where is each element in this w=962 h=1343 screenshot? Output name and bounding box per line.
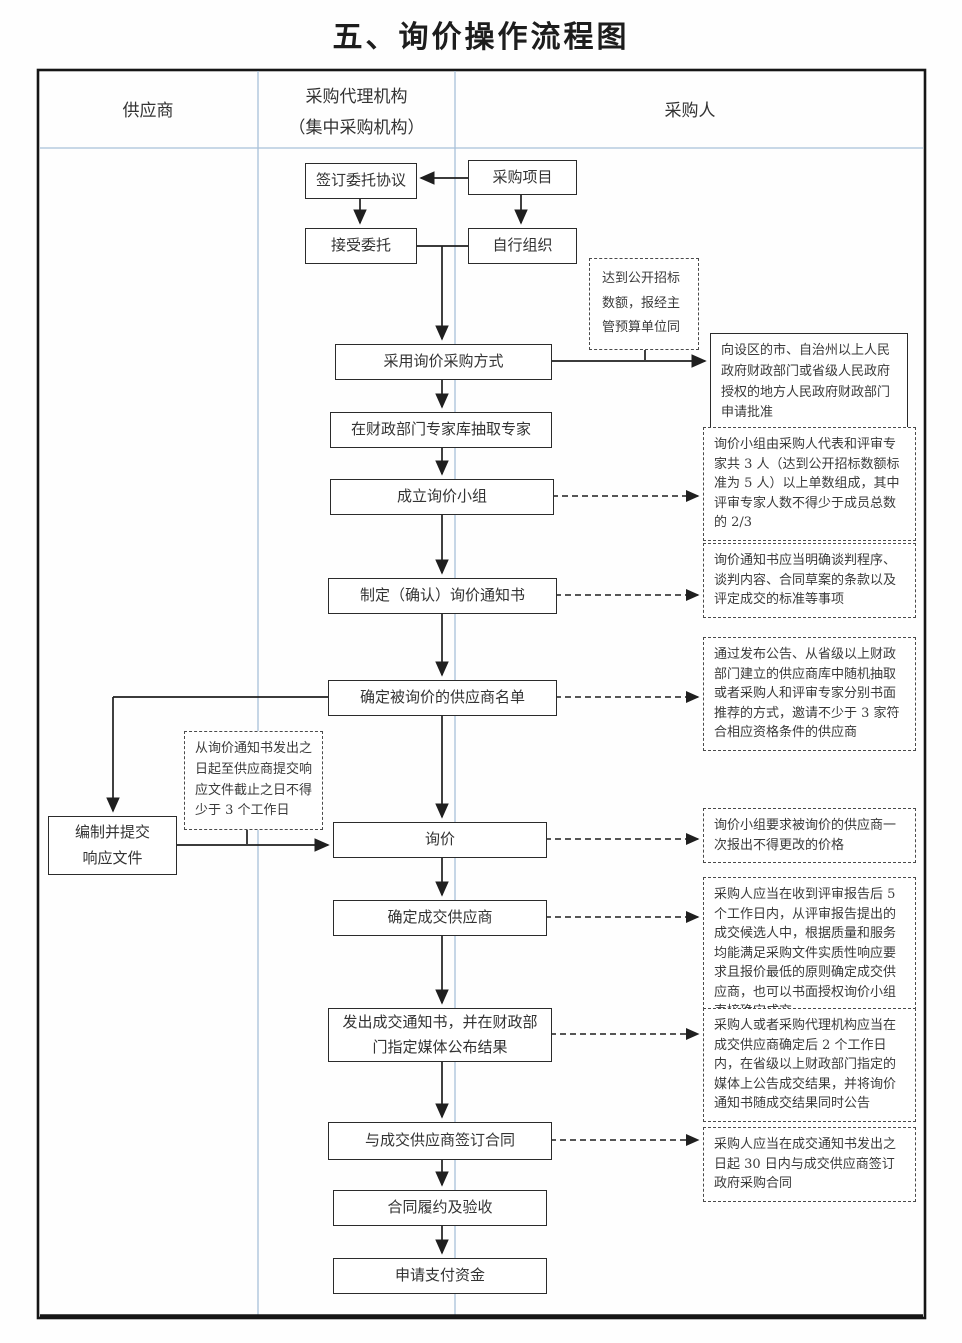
annotation-team-composition: 询价小组由采购人代表和评审专家共 3 人（达到公开招标数额标准为 5 人）以上单… <box>703 427 916 541</box>
node-self-organize: 自行组织 <box>468 228 577 264</box>
node-procurement-project: 采购项目 <box>468 160 577 195</box>
annotation-contract-deadline: 采购人应当在成交通知书发出之日起 30 日内与成交供应商签订政府采购合同 <box>703 1127 916 1202</box>
annotation-apply-approval: 向设区的市、自治州以上人民政府财政部门或省级人民政府授权的地方人民政府财政部门申… <box>710 333 908 433</box>
node-apply-payment: 申请支付资金 <box>333 1258 547 1294</box>
node-form-inquiry-team: 成立询价小组 <box>330 479 554 515</box>
node-accept-entrustment: 接受委托 <box>305 228 417 264</box>
annotation-open-tender-threshold: 达到公开招标数额，报经主管预算单位同 <box>589 258 699 351</box>
node-sign-contract: 与成交供应商签订合同 <box>328 1122 552 1160</box>
annotation-notice-content: 询价通知书应当明确谈判程序、谈判内容、合同草案的条款以及评定成交的标准等事项 <box>703 543 916 618</box>
annotation-one-time-quote: 询价小组要求被询价的供应商一次报出不得更改的价格 <box>703 808 916 863</box>
lane-header-supplier: 供应商 <box>122 101 174 121</box>
node-determine-winner: 确定成交供应商 <box>333 900 547 936</box>
lane-header-purchaser: 采购人 <box>664 101 716 121</box>
page-title: 五、询价操作流程图 <box>332 20 630 55</box>
annotation-winner-determination: 采购人应当在收到评审报告后 5 个工作日内，从评审报告提出的成交候选人中，根据质… <box>703 877 916 1030</box>
node-determine-supplier-list: 确定被询价的供应商名单 <box>328 680 557 716</box>
annotation-supplier-selection: 通过发布公告、从省级以上财政部门建立的供应商库中随机抽取或者采购人和评审专家分别… <box>703 637 916 751</box>
lane-header-agency: 采购代理机构 （集中采购机构） <box>288 87 425 139</box>
node-adopt-inquiry: 采用询价采购方式 <box>335 344 552 380</box>
node-inquiry: 询价 <box>333 822 547 858</box>
node-make-notice: 制定（确认）询价通知书 <box>328 578 557 614</box>
node-issue-notice: 发出成交通知书，并在财政部 门指定媒体公布结果 <box>328 1008 552 1062</box>
node-sign-agreement: 签订委托协议 <box>305 163 417 199</box>
node-prepare-response: 编制并提交 响应文件 <box>48 816 177 875</box>
node-contract-performance: 合同履约及验收 <box>333 1190 547 1226</box>
annotation-result-announcement: 采购人或者采购代理机构应当在成交供应商确定后 2 个工作日内，在省级以上财政部门… <box>703 1008 916 1122</box>
node-extract-experts: 在财政部门专家库抽取专家 <box>330 412 552 448</box>
annotation-response-deadline: 从询价通知书发出之日起至供应商提交响应文件截止之日不得少于 3 个工作日 <box>184 731 323 831</box>
